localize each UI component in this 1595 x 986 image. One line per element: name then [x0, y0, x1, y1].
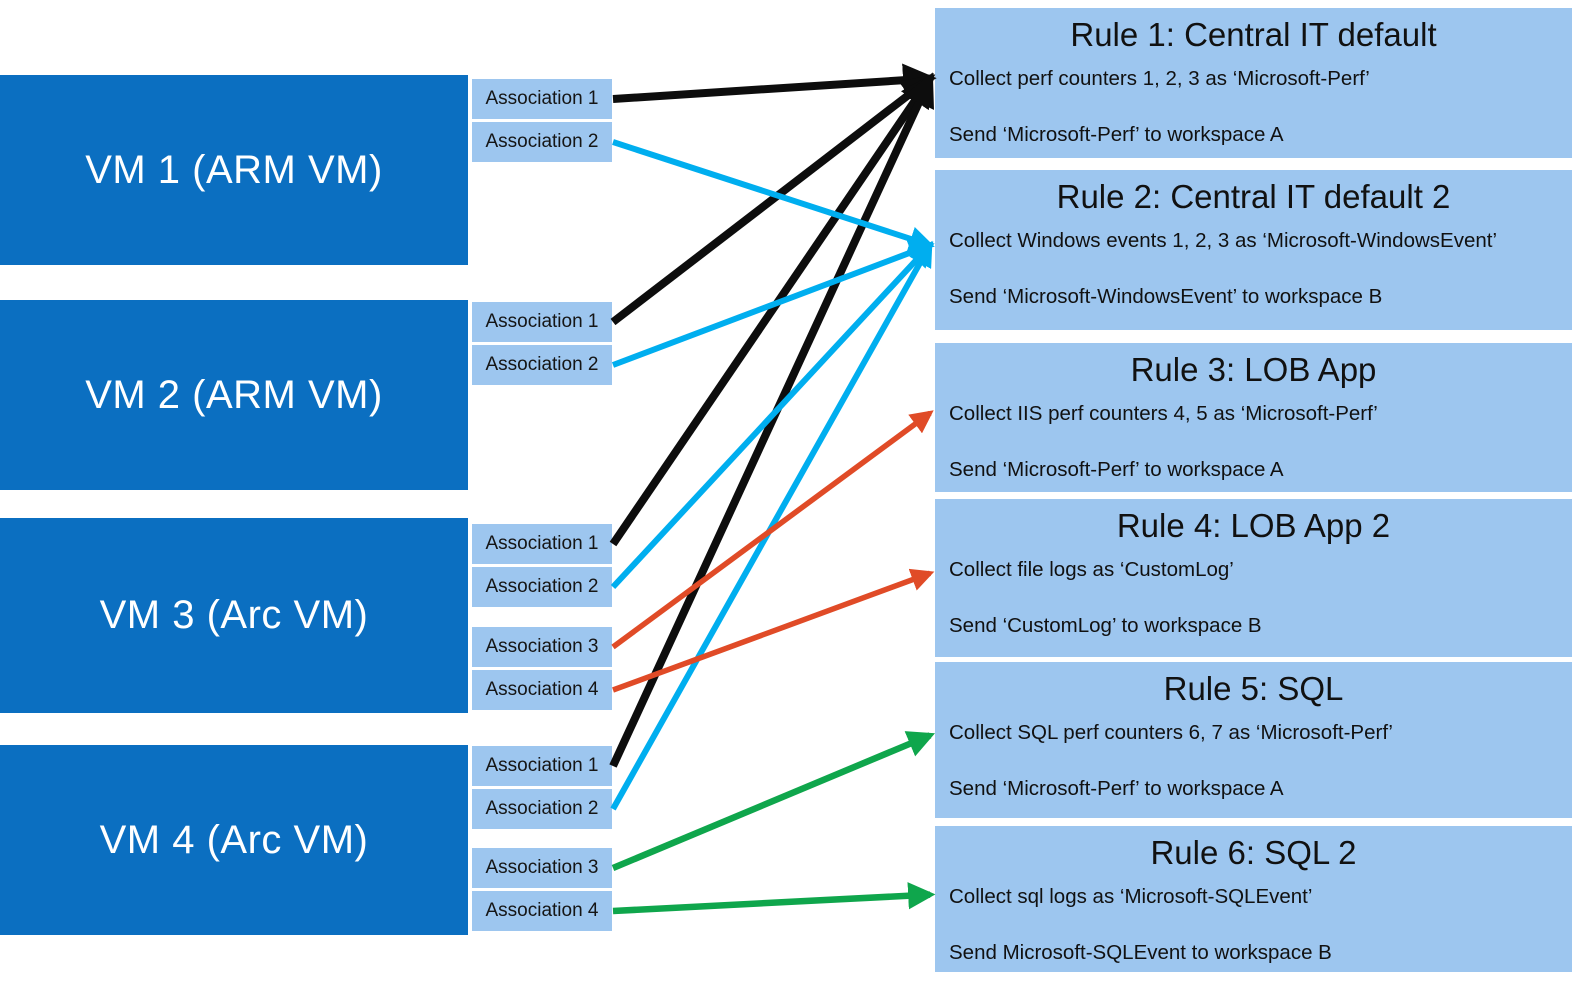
association-label: Association 1	[485, 311, 599, 332]
association-box: Association 1	[472, 79, 612, 119]
connection-line-blue	[610, 241, 934, 590]
vm-box: VM 2 (ARM VM)	[0, 300, 468, 490]
rule-title: Rule 5: SQL	[1163, 670, 1344, 707]
association-box: Association 1	[472, 746, 612, 786]
vm-label: VM 2 (ARM VM)	[85, 372, 383, 417]
vm-box: VM 1 (ARM VM)	[0, 75, 468, 265]
rule-send-line: Send ‘Microsoft-Perf’ to workspace A	[949, 122, 1284, 146]
vm-box: VM 3 (Arc VM)	[0, 518, 468, 713]
rule-title: Rule 6: SQL 2	[1150, 834, 1357, 871]
rule-collect-line: Collect perf counters 1, 2, 3 as ‘Micros…	[949, 67, 1370, 91]
rule-title: Rule 4: LOB App 2	[1116, 507, 1391, 544]
rule-collect-line: Collect file logs as ‘CustomLog’	[949, 558, 1234, 582]
association-box: Association 3	[472, 627, 612, 667]
connection-line-blue	[611, 240, 935, 368]
connection-line-black	[610, 74, 936, 326]
rule-send-line: Send Microsoft-SQLEvent to workspace B	[949, 940, 1332, 964]
rule-collect-line: Collect sql logs as ‘Microsoft-SQLEvent’	[949, 885, 1313, 909]
connection-line-red	[612, 568, 935, 693]
rule-box: Rule 2: Central IT default 2 Collect Win…	[935, 170, 1572, 330]
association-box: Association 2	[472, 345, 612, 385]
association-box: Association 2	[472, 122, 612, 162]
rule-title: Rule 1: Central IT default	[1070, 16, 1437, 53]
vm-label: VM 1 (ARM VM)	[85, 147, 383, 192]
connection-line-green	[611, 731, 936, 871]
rule-collect-line: Collect Windows events 1, 2, 3 as ‘Micro…	[949, 229, 1498, 253]
association-label: Association 3	[485, 636, 599, 657]
association-label: Association 2	[485, 576, 599, 597]
connection-line-black	[612, 63, 937, 103]
connection-line-black	[609, 72, 935, 768]
rule-box: Rule 6: SQL 2 Collect sql logs as ‘Micro…	[935, 826, 1572, 972]
connection-line-black	[609, 72, 934, 547]
rule-send-line: Send ‘CustomLog’ to workspace B	[949, 613, 1262, 637]
association-label: Association 1	[485, 755, 599, 776]
association-label: Association 3	[485, 857, 599, 878]
vm-label: VM 4 (Arc VM)	[99, 817, 369, 862]
rule-box: Rule 1: Central IT default Collect perf …	[935, 8, 1572, 158]
rule-box: Rule 3: LOB App Collect IIS perf counter…	[935, 343, 1572, 492]
association-label: Association 1	[485, 88, 599, 109]
association-box: Association 2	[472, 789, 612, 829]
rule-send-line: Send ‘Microsoft-Perf’ to workspace A	[949, 776, 1284, 800]
rule-title: Rule 2: Central IT default 2	[1056, 178, 1451, 215]
rule-collect-line: Collect IIS perf counters 4, 5 as ‘Micro…	[949, 402, 1378, 426]
connection-line-blue	[610, 240, 933, 811]
association-box: Association 4	[472, 891, 612, 931]
vm-box: VM 4 (Arc VM)	[0, 745, 468, 935]
association-label: Association 4	[485, 679, 599, 700]
rule-box: Rule 5: SQL Collect SQL perf counters 6,…	[935, 662, 1572, 818]
association-label: Association 2	[485, 354, 599, 375]
connection-line-green	[612, 882, 936, 915]
association-label: Association 2	[485, 798, 599, 819]
vm-label: VM 3 (Arc VM)	[99, 593, 369, 637]
association-box: Association 3	[472, 848, 612, 888]
rule-title: Rule 3: LOB App	[1130, 351, 1377, 388]
association-box: Association 1	[472, 524, 612, 564]
connection-line-red	[611, 410, 934, 650]
association-label: Association 2	[485, 131, 599, 152]
rule-send-line: Send ‘Microsoft-WindowsEvent’ to workspa…	[949, 284, 1383, 308]
connection-line-blue	[612, 139, 935, 251]
association-label: Association 4	[485, 900, 599, 921]
rule-collect-line: Collect SQL perf counters 6, 7 as ‘Micro…	[949, 721, 1393, 745]
association-box: Association 4	[472, 670, 612, 710]
rule-send-line: Send ‘Microsoft-Perf’ to workspace A	[949, 457, 1284, 481]
association-box: Association 1	[472, 302, 612, 342]
association-label: Association 1	[485, 533, 599, 554]
association-box: Association 2	[472, 567, 612, 607]
rule-box: Rule 4: LOB App 2 Collect file logs as ‘…	[935, 499, 1572, 657]
